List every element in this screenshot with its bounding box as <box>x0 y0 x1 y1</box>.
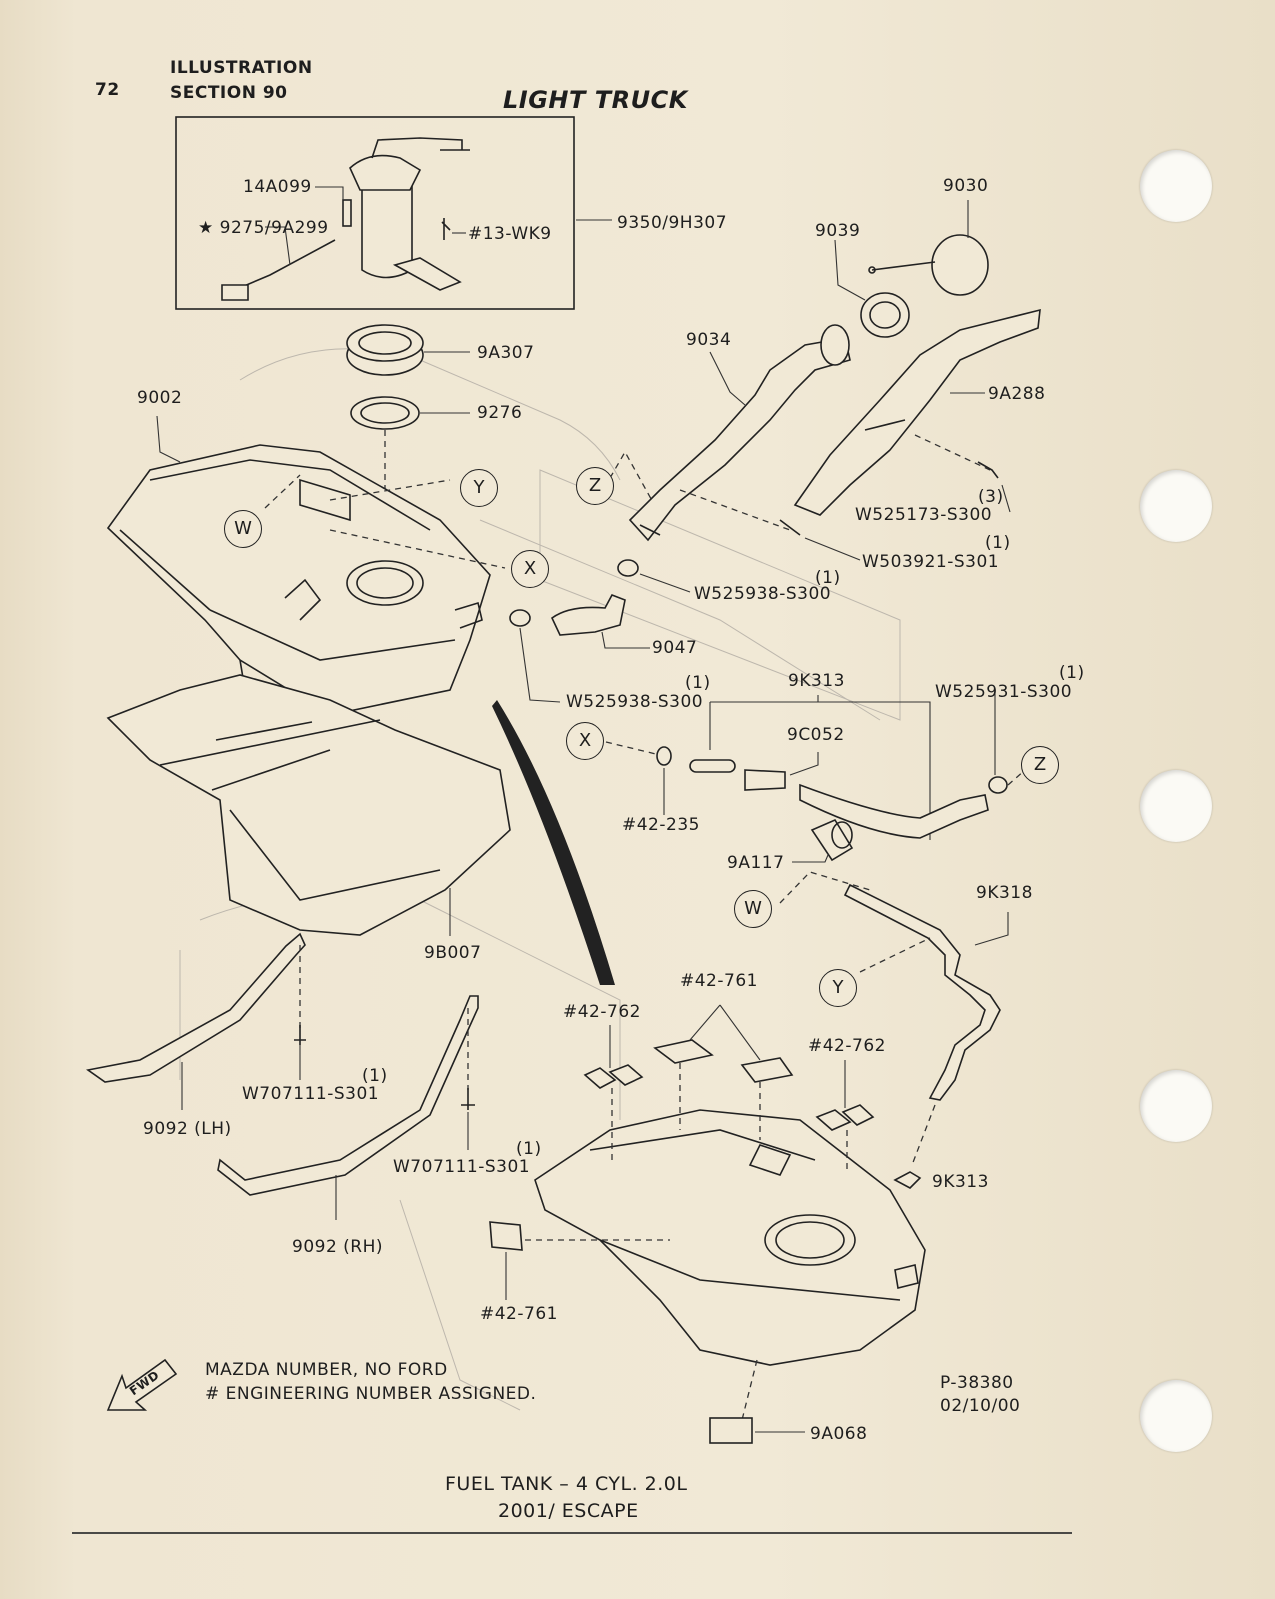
hose-clamp <box>509 609 531 627</box>
label-w707111-b: W707111-S301 <box>393 1157 531 1177</box>
binder-hole <box>1140 1070 1212 1142</box>
label-w707111-qty-a: (1) <box>362 1066 388 1086</box>
ref-code: P-38380 <box>940 1373 1014 1393</box>
footer-model: 2001/ ESCAPE <box>498 1500 639 1522</box>
label-w525938-bot: W525938-S300 <box>566 692 704 712</box>
clamp-icon <box>988 776 1008 794</box>
fuel-cap <box>868 234 989 296</box>
label-w525931-qty: (1) <box>1059 663 1085 683</box>
note-line1: MAZDA NUMBER, NO FORD <box>205 1360 448 1380</box>
label-42-235: #42-235 <box>622 815 700 835</box>
connector-tube <box>689 759 736 773</box>
pump-inset-box <box>175 116 575 310</box>
label-9a307: 9A307 <box>477 343 535 363</box>
fuel-pump-assembly <box>221 137 470 301</box>
label-9047: 9047 <box>652 638 698 658</box>
strap-rh <box>217 995 479 1220</box>
filler-pipe <box>628 324 851 542</box>
pad-42-761 <box>653 1039 714 1064</box>
binder-hole <box>1140 1380 1212 1452</box>
label-w503921-qty-b: (1) <box>815 568 841 588</box>
label-w503921: W503921-S301 <box>862 552 1000 572</box>
label-w525173: W525173-S300 <box>855 505 993 525</box>
label-w525938-top: W525938-S300 <box>694 584 832 604</box>
tank-shield <box>106 674 511 936</box>
connector-9k313 <box>893 1171 922 1189</box>
note-line2: # ENGINEERING NUMBER ASSIGNED. <box>205 1384 537 1404</box>
page-number: 72 <box>95 80 120 100</box>
label-9092-rh: 9092 (RH) <box>292 1237 384 1257</box>
callout-z: Z <box>576 467 614 505</box>
label-9034: 9034 <box>686 330 732 350</box>
callout-y: Y <box>819 969 857 1007</box>
tank-seal <box>350 396 420 430</box>
label-9039: 9039 <box>815 221 861 241</box>
label-9276: 9276 <box>477 403 523 423</box>
fuel-tank-main <box>106 444 491 716</box>
callout-y: Y <box>460 469 498 507</box>
label-9b007: 9B007 <box>424 943 482 963</box>
footer-title: FUEL TANK – 4 CYL. 2.0L <box>445 1473 688 1495</box>
bolt-icon <box>977 461 999 479</box>
label-9275-9a299: ★ 9275/9A299 <box>198 218 329 238</box>
binder-hole <box>1140 470 1212 542</box>
binder-hole <box>1140 150 1212 222</box>
ref-date: 02/10/00 <box>940 1396 1021 1416</box>
hose-clamp <box>617 559 639 577</box>
fuel-tank-lower-view <box>534 1109 926 1366</box>
page-title: LIGHT TRUCK <box>503 86 688 114</box>
bolt-icon <box>779 519 801 536</box>
label-42-761-bot: #42-761 <box>480 1304 558 1324</box>
label-w525931: W525931-S300 <box>935 682 1073 702</box>
vapor-hose <box>799 783 989 839</box>
label-9092-lh: 9092 (LH) <box>143 1119 232 1139</box>
label-9030: 9030 <box>943 176 989 196</box>
header-line2: SECTION 90 <box>170 83 288 103</box>
callout-x: X <box>511 550 549 588</box>
label-9350-9h307: 9350/9H307 <box>617 213 728 233</box>
label-14a099: 14A099 <box>243 177 312 197</box>
label-9a117: 9A117 <box>727 853 785 873</box>
fwd-arrow-icon <box>106 1358 178 1411</box>
binder-hole <box>1140 770 1212 842</box>
connector-9c052 <box>744 769 786 791</box>
label-9k313-bot: 9K313 <box>932 1172 989 1192</box>
header-line1: ILLUSTRATION <box>170 58 313 78</box>
callout-w: W <box>224 510 262 548</box>
label-w525938-qty: (1) <box>685 673 711 693</box>
label-9k313-top: 9K313 <box>788 671 845 691</box>
pad-42-762 <box>583 1067 617 1089</box>
label-9a288: 9A288 <box>988 384 1046 404</box>
label-w503921-qty-a: (1) <box>985 533 1011 553</box>
label-9002: 9002 <box>137 388 183 408</box>
pad-42-761 <box>489 1221 523 1251</box>
cap-ring <box>860 292 910 338</box>
callout-w: W <box>734 890 772 928</box>
label-9k318: 9K318 <box>976 883 1033 903</box>
label-w525173-qty: (3) <box>978 487 1004 507</box>
pad-42-762 <box>815 1109 852 1131</box>
vapor-line-9k318 <box>843 883 1001 1101</box>
wedge-arrow <box>492 700 615 985</box>
pad-9a068 <box>709 1417 753 1444</box>
filler-bracket <box>793 308 1041 516</box>
label-13-wk9: #13-WK9 <box>468 224 552 244</box>
hose-9047 <box>550 594 626 636</box>
callout-x: X <box>566 722 604 760</box>
pad-42-761 <box>740 1057 794 1083</box>
strap-lh <box>86 932 306 1110</box>
label-9c052: 9C052 <box>787 725 845 745</box>
label-w707111-a: W707111-S301 <box>242 1084 380 1104</box>
label-9a068: 9A068 <box>810 1424 868 1444</box>
label-42-761-top: #42-761 <box>680 971 758 991</box>
clamp-42-235 <box>656 746 672 766</box>
label-42-762-right: #42-762 <box>808 1036 886 1056</box>
callout-z: Z <box>1021 746 1059 784</box>
label-w707111-qty-b: (1) <box>516 1139 542 1159</box>
label-42-762-left: #42-762 <box>563 1002 641 1022</box>
grommet-9a117 <box>810 818 854 862</box>
